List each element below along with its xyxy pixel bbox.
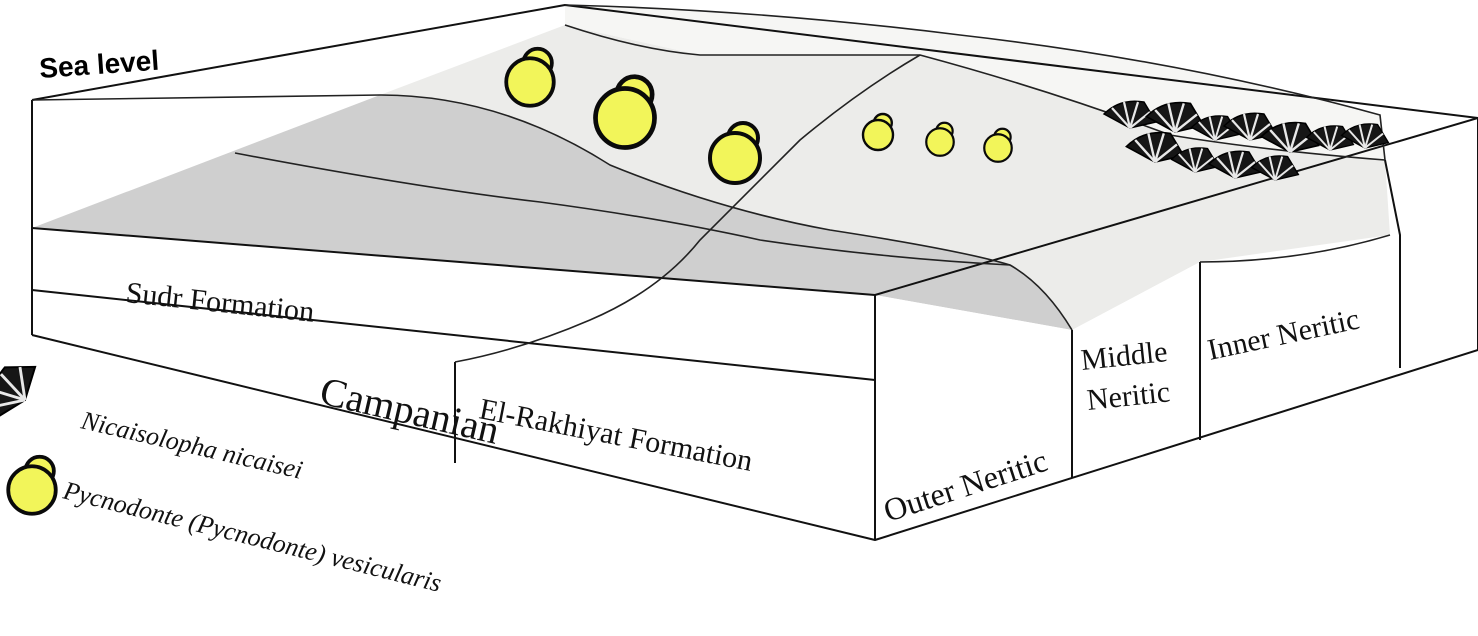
nicaisolopha-legend-label: Nicaisolopha nicaisei: [78, 405, 306, 484]
bottom-front-edge: [31, 289, 876, 381]
pycnodonte-legend-label: Pycnodonte (Pycnodonte) vesicularis: [60, 475, 445, 597]
back-strat-line: [31, 94, 381, 101]
sea-level-label: Sea level: [38, 45, 160, 84]
nicaisolopha-legend-icon: [0, 351, 44, 431]
shore-line: [564, 4, 1386, 161]
bottom-edge: [31, 334, 1478, 541]
pycnodonte-legend-icon: [6, 454, 58, 516]
front-wall: [32, 228, 875, 540]
deep-basin-surface: [32, 95, 1072, 330]
cross-line-north-south: [454, 54, 921, 363]
inner-shelf-curve: [1199, 234, 1391, 263]
right-wall: [875, 230, 1478, 540]
cross-line-west-east: [234, 152, 1011, 266]
inner-end-divider: [1384, 159, 1401, 368]
shelf-shore-boundary: [564, 24, 1386, 161]
deep-shelf-boundary: [379, 94, 1073, 331]
